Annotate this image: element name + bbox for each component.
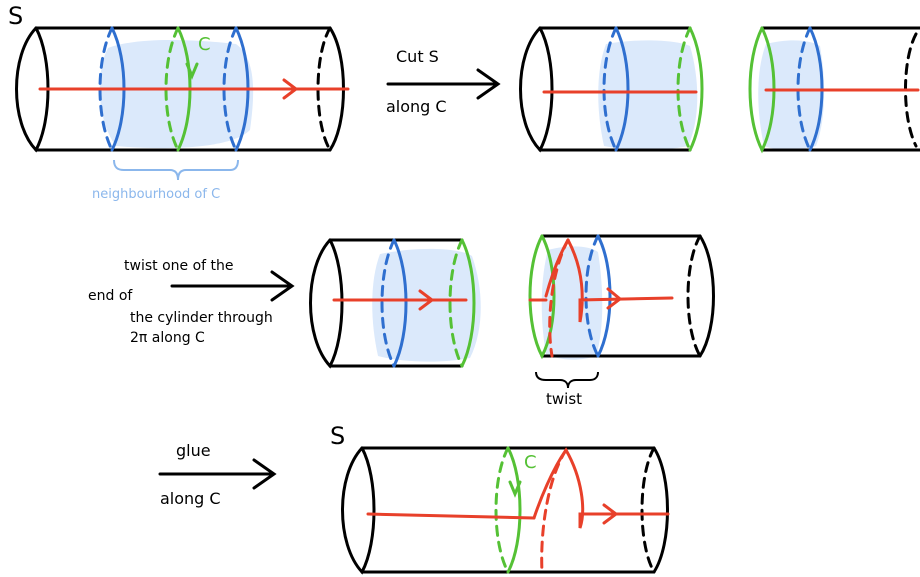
label-cut-line1: Cut S (396, 47, 439, 66)
label-twist-line4: 2π along C (130, 330, 205, 346)
arc-before-twist (366, 512, 536, 520)
curve-c-orientation-arrow (185, 62, 199, 80)
neighbourhood-brace (113, 159, 239, 181)
piece-right-end-back (686, 234, 702, 358)
piece-left-end (519, 26, 554, 153)
cut-step-arrow: Cut S along C (386, 47, 501, 116)
label-twist: twist (546, 390, 582, 408)
label-neighbourhood: neighbourhood of C (92, 187, 220, 202)
curve-c-copy-back (448, 238, 464, 368)
curve-c-copy (528, 234, 556, 360)
curve-c-copy (748, 26, 776, 154)
cylinder-s-top: S C neighbourhood of C (8, 2, 350, 202)
label-s-bottom: S (330, 422, 345, 450)
neighbourhood-boundary-back (602, 26, 618, 152)
cut-piece-right (748, 26, 920, 154)
label-c-top: C (198, 34, 211, 55)
label-twist-line3: the cylinder through (130, 310, 273, 326)
label-twist-line1: twist one of the (124, 258, 233, 274)
curve-c-orientation-arrow (508, 480, 522, 498)
twist-arrow-head (270, 270, 295, 302)
neighbourhood-boundary-front (614, 26, 630, 152)
neighbourhood-boundary-back (584, 234, 600, 358)
neighbourhood-boundary-front (596, 234, 612, 358)
neighbourhood-boundary-front (392, 238, 408, 368)
neighbourhood-fill (99, 40, 254, 149)
cut-piece-middle (309, 238, 481, 369)
arc-arrowhead (418, 289, 435, 311)
label-c-bottom: C (524, 452, 537, 473)
curve-c-copy-front (688, 26, 704, 152)
cylinder-left-end (15, 26, 50, 153)
cylinder-left-end (341, 446, 376, 575)
twisted-piece: twist (528, 234, 715, 408)
curve-c-copy-back (676, 26, 692, 152)
piece-right-end-front (698, 234, 715, 358)
glue-step-arrow: glue along C (158, 441, 277, 508)
twisted-arc-back (548, 238, 570, 358)
twist-step-arrow: twist one of the end of the cylinder thr… (88, 258, 295, 346)
twist-brace (535, 371, 599, 389)
curve-c-back (494, 446, 510, 574)
twisted-arc-front (566, 238, 674, 323)
label-glue-line1: glue (176, 441, 211, 460)
cylinder-right-end-back (640, 446, 656, 574)
arc-arrowhead (602, 503, 619, 525)
twisted-arc-front (532, 447, 670, 529)
curve-c-front (506, 446, 522, 574)
neighbourhood-fill (758, 40, 825, 150)
twisted-arc-back (540, 448, 568, 574)
arc-arrowhead (606, 287, 623, 310)
neighbourhood-boundary-back (380, 238, 396, 368)
neighbourhood-fill (598, 40, 698, 150)
label-cut-line2: along C (386, 97, 447, 116)
cylinder-s-bottom: S C (330, 422, 670, 575)
label-twist-line2: end of (88, 288, 133, 304)
piece-left-end (309, 238, 344, 369)
cut-piece-left (519, 26, 704, 153)
label-glue-line2: along C (160, 489, 221, 508)
cylinder-right-end-front (652, 446, 669, 574)
label-s-top: S (8, 2, 23, 30)
glue-arrow-head (252, 458, 277, 490)
arc-arrowhead (282, 78, 299, 100)
cut-arrow-head (476, 68, 501, 100)
curve-c-copy-front (460, 238, 476, 368)
